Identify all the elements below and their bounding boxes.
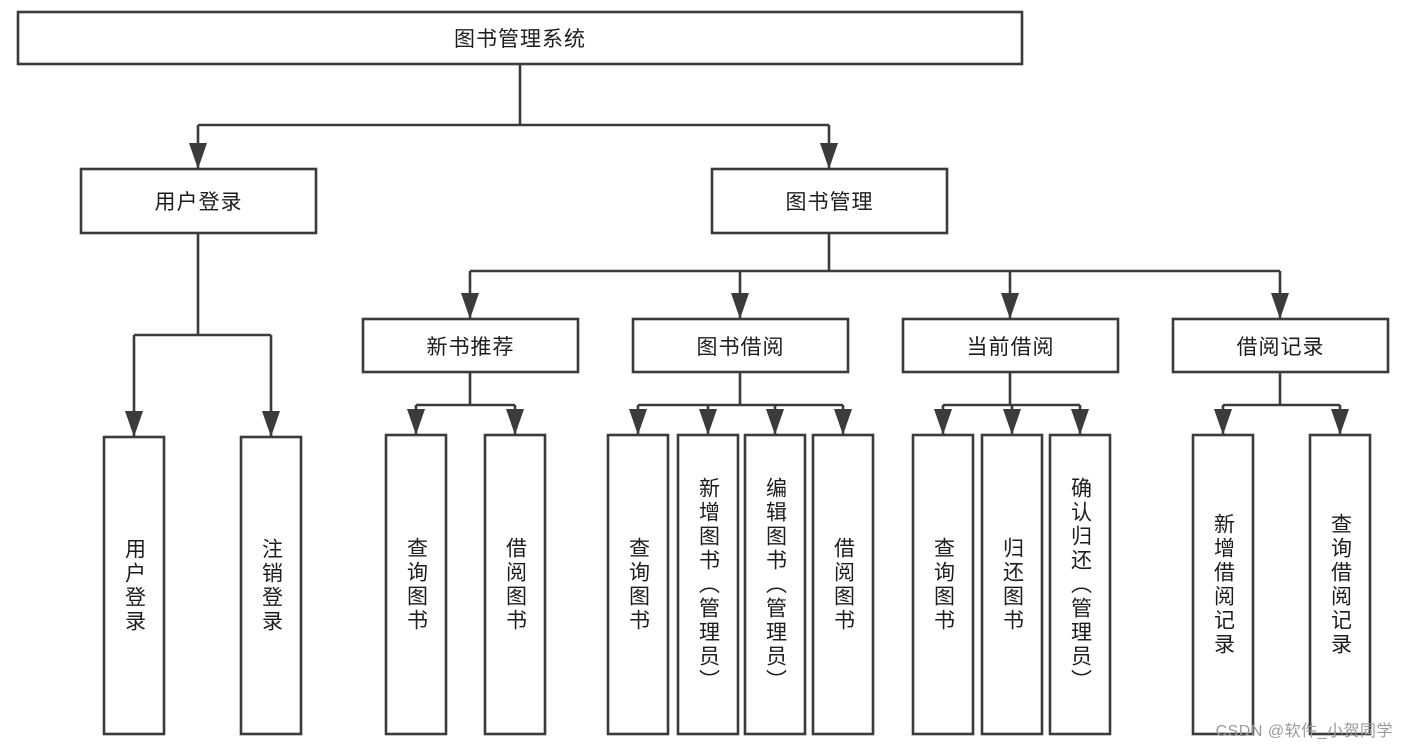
node-box-level3[interactable] [1171,317,1390,374]
connector-record_to_leaves [1214,372,1349,435]
connector-borrow_to_leaves [629,372,852,435]
node-box-leaf[interactable] [676,433,740,736]
connector-book_mgmt_to_level3 [461,233,1289,319]
node-box-leaf[interactable] [102,435,166,736]
connector-root_to_level2 [189,64,838,169]
node-box-leaf[interactable] [743,433,807,736]
node-box-leaf[interactable] [1191,433,1255,736]
node-box-level2[interactable] [79,167,318,235]
node-box-leaf[interactable] [483,433,547,736]
connector-user_login_to_leaves [125,233,280,437]
node-box-leaf[interactable] [384,433,448,736]
connector-new_book_to_leaves [407,372,524,435]
node-box-leaf[interactable] [239,435,303,736]
node-box-leaf[interactable] [980,433,1044,736]
node-box-level2[interactable] [710,167,949,235]
node-box-leaf[interactable] [811,433,875,736]
node-box-level3[interactable] [901,317,1120,374]
connector-current_to_leaves [934,372,1089,435]
node-box-leaf[interactable] [1048,433,1112,736]
node-box-leaf[interactable] [606,433,670,736]
node-box-root[interactable] [16,10,1024,66]
node-box-level3[interactable] [631,317,850,374]
node-box-leaf[interactable] [911,433,975,736]
node-box-level3[interactable] [361,317,580,374]
node-box-leaf[interactable] [1308,433,1372,736]
